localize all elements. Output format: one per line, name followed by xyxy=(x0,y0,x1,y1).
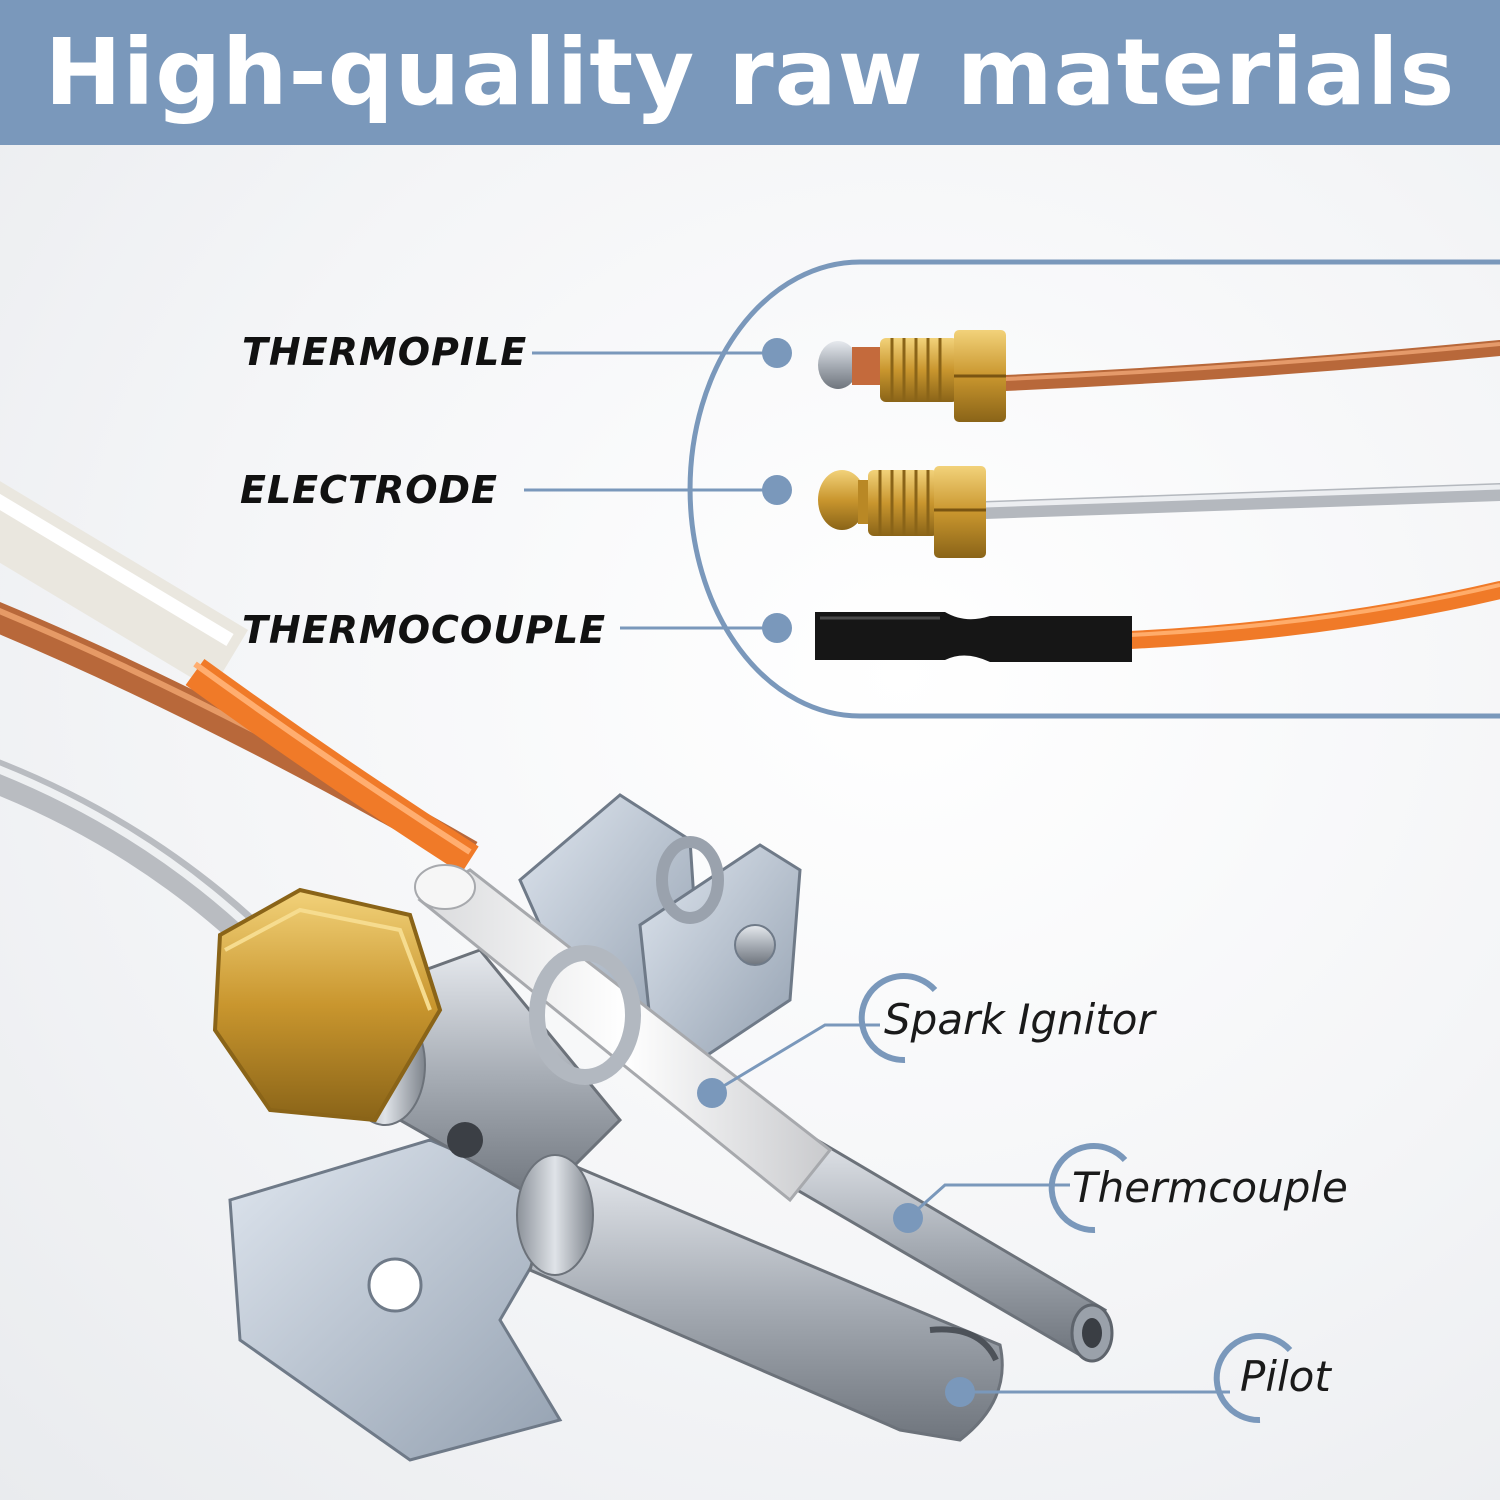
spark-ignitor-dot xyxy=(697,1078,727,1108)
pilot-ring xyxy=(1213,1333,1293,1424)
upper-leaders xyxy=(524,338,792,643)
thermocouple-dot xyxy=(762,613,792,643)
label-thermopile: THERMOPILE xyxy=(242,330,528,374)
label-thermocouple: THERMOCOUPLE xyxy=(242,608,607,652)
thermocouple-lead xyxy=(815,581,1500,662)
electrode-dot xyxy=(762,475,792,505)
thermopile-dot xyxy=(762,338,792,368)
electrode-connector xyxy=(818,466,1500,558)
thermopile-connector xyxy=(818,330,1500,422)
label-pilot: Pilot xyxy=(1240,1352,1331,1401)
pilot-assembly xyxy=(0,481,1114,1462)
label-electrode: ELECTRODE xyxy=(240,468,499,512)
spark-ignitor-ring xyxy=(858,973,938,1064)
banner-title: High-quality raw materials xyxy=(44,19,1456,126)
thermcouple-dot xyxy=(893,1203,923,1233)
label-thermcouple: Thermcouple xyxy=(1072,1163,1348,1212)
lower-leaders xyxy=(858,973,1293,1424)
label-spark-ignitor: Spark Ignitor xyxy=(884,995,1155,1044)
pilot-dot xyxy=(945,1377,975,1407)
title-banner: High-quality raw materials xyxy=(0,0,1500,145)
thermcouple-ring xyxy=(1048,1143,1128,1234)
